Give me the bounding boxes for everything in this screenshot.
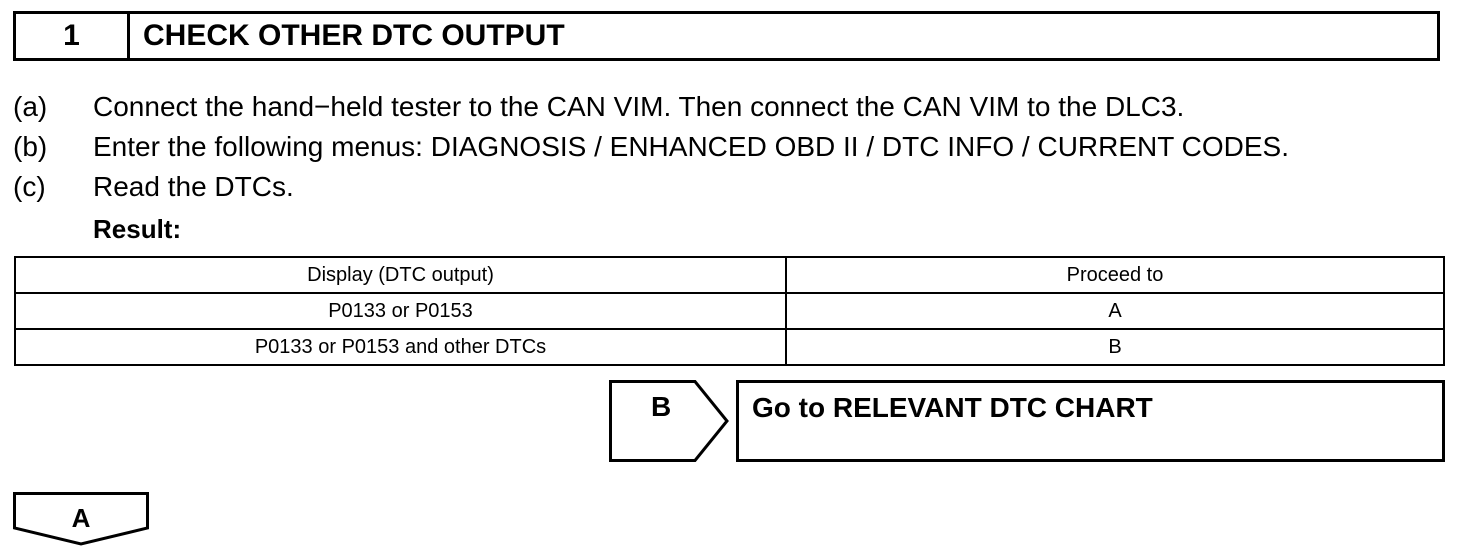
- table-row: P0133 or P0153 and other DTCs B: [14, 328, 1445, 366]
- step-title: CHECK OTHER DTC OUTPUT: [143, 19, 565, 52]
- table-cell-proceed: B: [785, 328, 1445, 366]
- column-header-display: Display (DTC output): [14, 256, 787, 294]
- instruction-text: Enter the following menus: DIAGNOSIS / E…: [93, 131, 1289, 162]
- instruction-label: (c): [13, 171, 46, 202]
- branch-a-arrow-shape: [13, 492, 149, 546]
- table-header-row: Display (DTC output) Proceed to: [14, 256, 1445, 294]
- instruction-label: (a): [13, 91, 48, 122]
- branch-b-tab: B: [609, 380, 735, 462]
- branch-b-action-text: Go to RELEVANT DTC CHART: [752, 392, 1153, 423]
- column-header-proceed: Proceed to: [785, 256, 1445, 294]
- instruction-text: Connect the hand−held tester to the CAN …: [93, 91, 1185, 122]
- step-number: 1: [16, 14, 130, 58]
- branch-b-letter: B: [651, 391, 672, 422]
- branch-a-tab: A: [13, 492, 149, 548]
- branch-b-action-box: Go to RELEVANT DTC CHART: [736, 380, 1445, 462]
- table-cell-display: P0133 or P0153 and other DTCs: [14, 328, 787, 366]
- result-table: Display (DTC output) Proceed to P0133 or…: [14, 256, 1445, 366]
- instruction-label: (b): [13, 131, 48, 162]
- table-cell-proceed: A: [785, 292, 1445, 330]
- step-header: 1 CHECK OTHER DTC OUTPUT: [13, 11, 1440, 61]
- branch-a-letter: A: [71, 503, 91, 533]
- result-label: Result:: [93, 214, 182, 244]
- instruction-text: Read the DTCs.: [93, 171, 294, 202]
- table-cell-display: P0133 or P0153: [14, 292, 787, 330]
- branch-b-arrow-shape: [609, 380, 729, 462]
- table-row: P0133 or P0153 A: [14, 292, 1445, 330]
